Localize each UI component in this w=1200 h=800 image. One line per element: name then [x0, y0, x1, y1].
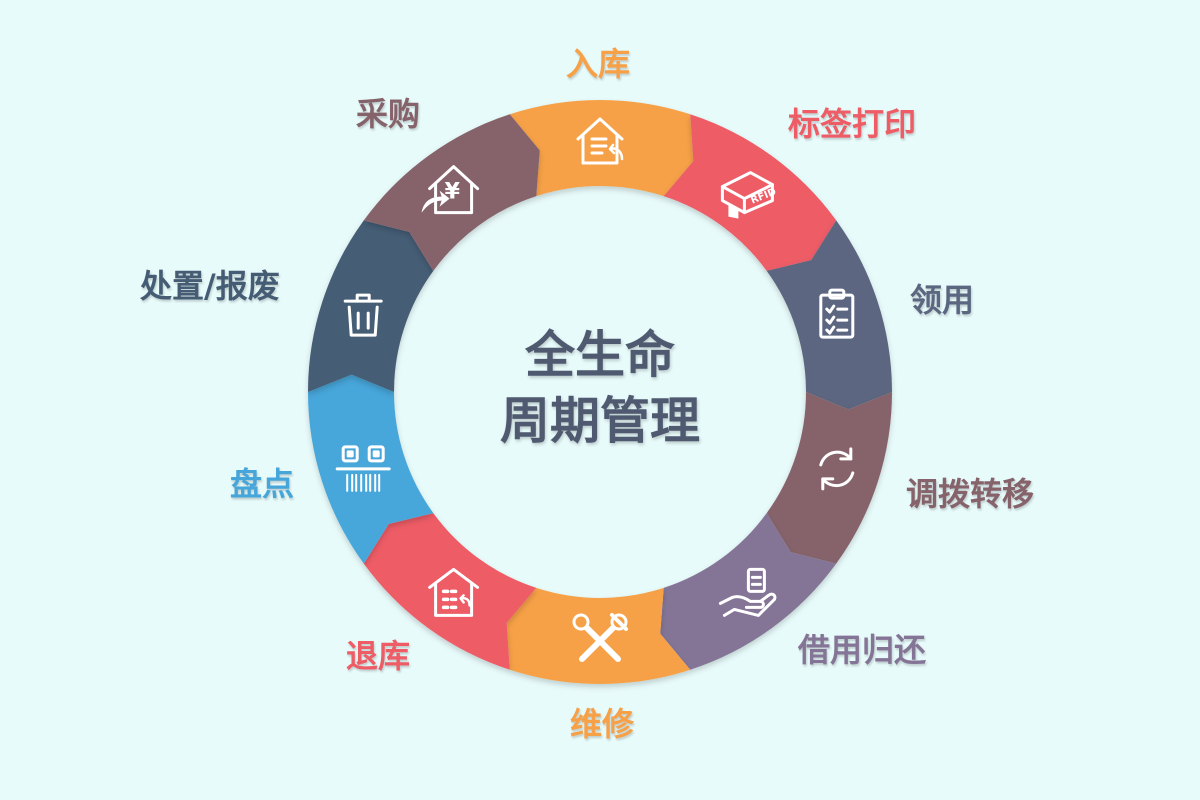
segment-purchase — [363, 114, 540, 271]
clipboard-icon — [819, 288, 855, 339]
tools-icon — [572, 613, 628, 662]
center-title-line2: 周期管理 — [500, 392, 700, 450]
stage-label-transfer: 调拨转移 — [906, 475, 1035, 513]
house-yen-icon: ¥ — [421, 165, 480, 215]
center-title: 全生命 周期管理 — [450, 322, 750, 454]
stage-label-purchase: 采购 — [356, 95, 421, 133]
center-title-line1: 全生命 — [525, 326, 675, 384]
stage-label-inbound: 入库 — [566, 45, 631, 83]
stage-label-borrow: 借用归还 — [798, 631, 927, 669]
segment-disposal — [308, 220, 434, 392]
refresh-icon — [819, 447, 855, 491]
segment-inbound — [509, 100, 694, 197]
trash-icon — [343, 293, 383, 337]
stage-label-inventory: 盘点 — [230, 465, 295, 503]
stage-label-label-print: 标签打印 — [788, 105, 917, 143]
hand-receive-icon — [718, 567, 777, 617]
segment-label — [663, 114, 837, 271]
barcode-scan-icon — [335, 445, 391, 492]
warehouse-return-icon — [428, 567, 480, 617]
stage-label-repair: 维修 — [570, 705, 635, 743]
stage-label-disposal: 处置/报废 — [140, 267, 280, 305]
stage-label-return: 退库 — [346, 637, 411, 675]
rfid-printer-icon: RFID — [720, 171, 778, 219]
stage-label-requisition: 领用 — [910, 281, 975, 319]
svg-text:¥: ¥ — [445, 180, 461, 205]
segment-requisition — [766, 220, 892, 410]
warehouse-in-icon — [576, 117, 624, 165]
